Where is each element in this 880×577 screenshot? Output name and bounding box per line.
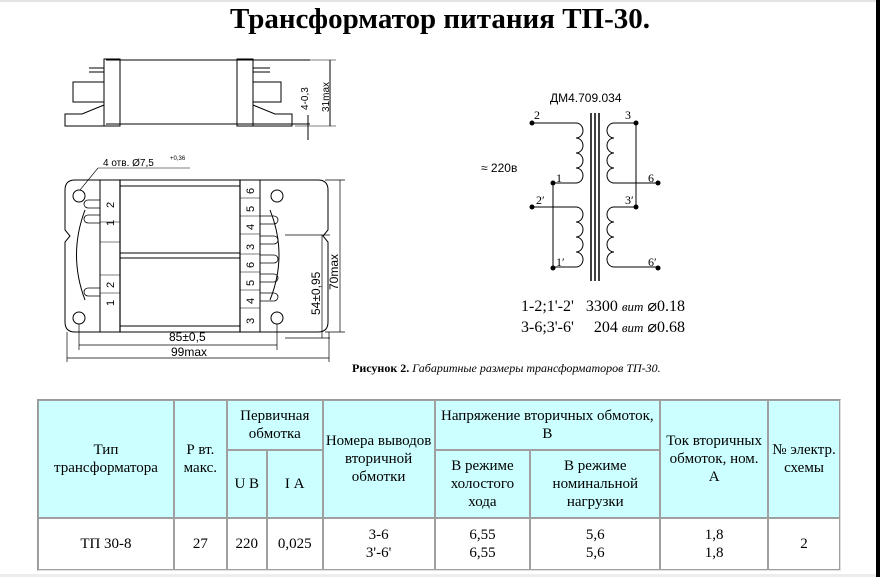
top-view bbox=[64, 179, 329, 333]
svg-text:5: 5 bbox=[245, 206, 257, 212]
bottom-border-strip bbox=[0, 574, 876, 577]
pin-numbers: 2 1 2 1 6 5 4 3 6 5 4 3 bbox=[105, 188, 257, 324]
cell-u: 220 bbox=[226, 518, 267, 570]
header-nominal: В режиме номинальной нагрузки bbox=[530, 450, 661, 518]
svg-text:3′: 3′ bbox=[625, 193, 634, 207]
table-subheader-row: U В I А В режиме холостого хода В режиме… bbox=[38, 450, 840, 518]
dim-height-max: 31max bbox=[321, 82, 332, 112]
svg-text:1: 1 bbox=[105, 300, 117, 306]
svg-text:6: 6 bbox=[648, 171, 654, 185]
header-current: Ток вторичных обмоток, ном. А bbox=[660, 400, 769, 518]
holes-tolerance: +0,36 bbox=[170, 156, 186, 162]
svg-text:3: 3 bbox=[245, 244, 257, 250]
table-header-row: Тип трансформатора Р вт. макс. Первичная… bbox=[38, 400, 840, 518]
cell-scheme: 2 bbox=[768, 518, 840, 570]
cell-power: 27 bbox=[173, 518, 227, 570]
dim-mount-horizontal: 85±0,5 bbox=[169, 330, 206, 344]
wiring-schematic: ДМ4.709.034 ≈ 220в 2 1 2′ 1′ 3 6 3′ 6′ bbox=[481, 91, 661, 281]
header-power: Р вт. макс. bbox=[173, 400, 227, 518]
top-border-strip bbox=[0, 0, 880, 2]
svg-text:2: 2 bbox=[105, 282, 117, 288]
schematic-designation: ДМ4.709.034 bbox=[550, 91, 622, 105]
caption-text: Габаритные размеры трансформаторов ТП-30… bbox=[409, 361, 661, 375]
dim-height-small: 4-0,3 bbox=[300, 87, 311, 110]
cell-type: ТП 30-8 bbox=[38, 518, 174, 570]
caption-label: Рисунок 2. bbox=[352, 361, 410, 375]
header-type: Тип трансформатора bbox=[38, 400, 174, 518]
input-voltage-label: ≈ 220в bbox=[481, 161, 517, 175]
header-primary: Первичная обмотка bbox=[226, 400, 323, 450]
terminal-labels: 2 1 2′ 1′ 3 6 3′ 6′ bbox=[534, 108, 657, 269]
dim-total-vertical: 70max bbox=[327, 254, 341, 290]
winding-spec: 1-2;1'-2' 3300 вит ⌀0.18 3-6;3'-6' 204 ви… bbox=[521, 296, 685, 338]
cell-i: 0,025 bbox=[266, 518, 323, 570]
dim-total-horizontal: 99max bbox=[171, 345, 207, 359]
svg-text:1′: 1′ bbox=[556, 255, 565, 269]
svg-text:5: 5 bbox=[245, 280, 257, 286]
svg-text:2′: 2′ bbox=[536, 193, 545, 207]
svg-text:6: 6 bbox=[245, 262, 257, 268]
svg-text:6: 6 bbox=[245, 188, 257, 194]
dimension-drawing: 4-0,3 31max 4 отв. Ø7,5 +0,36 bbox=[64, 58, 345, 362]
svg-text:4: 4 bbox=[245, 298, 257, 304]
header-scheme: № электр. схемы bbox=[768, 400, 840, 518]
side-view bbox=[64, 58, 336, 140]
svg-text:4: 4 bbox=[245, 224, 257, 230]
svg-text:3: 3 bbox=[245, 318, 257, 324]
header-idle: В режиме холостого хода bbox=[434, 450, 531, 518]
dim-mount-vertical: 54±0,95 bbox=[309, 271, 323, 315]
svg-text:6′: 6′ bbox=[648, 255, 657, 269]
svg-text:1: 1 bbox=[556, 171, 562, 185]
svg-text:2: 2 bbox=[534, 108, 540, 122]
header-primary-i: I А bbox=[266, 450, 323, 518]
header-secondary-voltage: Напряжение вторичных обмоток, В bbox=[434, 400, 661, 450]
holes-note: 4 отв. Ø7,5 bbox=[103, 158, 154, 169]
page-title: Трансформатор питания ТП-30. bbox=[229, 3, 651, 35]
transformer-spec-table: Тип трансформатора Р вт. макс. Первичная… bbox=[37, 399, 841, 571]
svg-text:3: 3 bbox=[625, 108, 631, 122]
winding-spec-row: 3-6;3'-6' 204 вит ⌀0.68 bbox=[521, 319, 686, 336]
svg-text:2: 2 bbox=[105, 202, 117, 208]
figure-caption: Рисунок 2. Габаритные размеры трансформа… bbox=[352, 361, 661, 376]
header-primary-u: U В bbox=[226, 450, 267, 518]
header-secondary-pins: Номера выводов вторичной обмотки bbox=[322, 400, 435, 518]
terminal-dots bbox=[529, 120, 661, 271]
right-edge-strip bbox=[876, 0, 880, 577]
winding-spec-row: 1-2;1'-2' 3300 вит ⌀0.18 bbox=[521, 298, 686, 315]
svg-text:1: 1 bbox=[105, 220, 117, 226]
